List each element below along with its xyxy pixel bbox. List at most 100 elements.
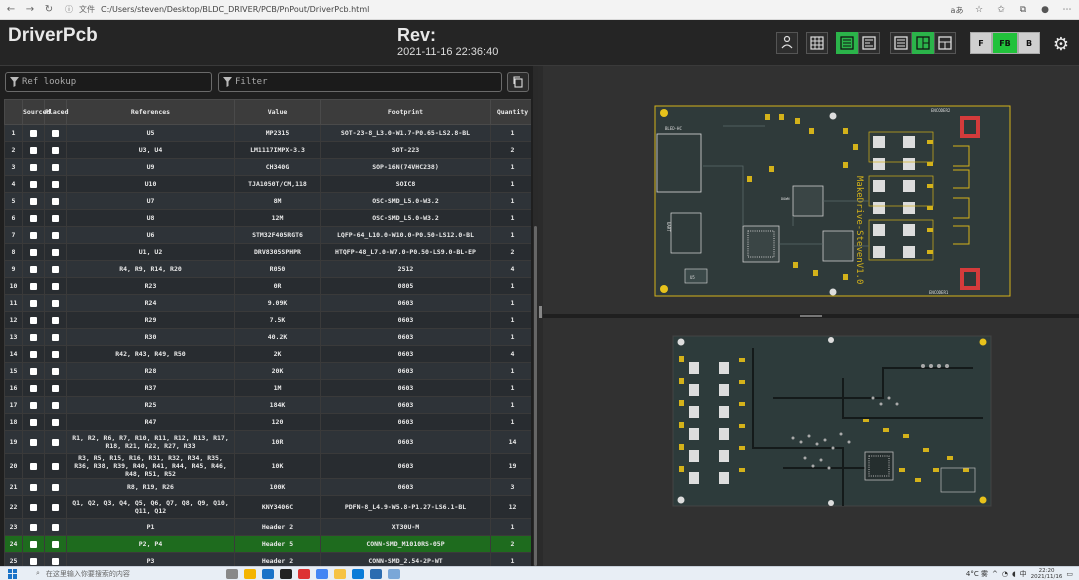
- qq-icon[interactable]: [280, 568, 292, 579]
- chrome-icon[interactable]: [316, 568, 328, 579]
- placed-checkbox[interactable]: [52, 350, 59, 358]
- sourced-checkbox[interactable]: [30, 180, 37, 188]
- placed-checkbox[interactable]: [52, 129, 59, 137]
- sourced-checkbox[interactable]: [30, 316, 37, 324]
- volume-icon[interactable]: ◖: [1011, 570, 1016, 578]
- placed-checkbox[interactable]: [52, 180, 59, 188]
- layer-front-button[interactable]: F: [970, 32, 992, 54]
- grid-toggle[interactable]: [806, 31, 828, 55]
- bom-left-button[interactable]: [890, 32, 912, 54]
- bom-only-button[interactable]: [836, 32, 858, 54]
- placed-checkbox[interactable]: [52, 401, 59, 409]
- profile-icon[interactable]: ●: [1041, 5, 1049, 15]
- app-icon[interactable]: [370, 568, 382, 579]
- col-sourced[interactable]: Sourced: [22, 99, 50, 125]
- vertical-splitter[interactable]: [538, 66, 543, 566]
- col-placed[interactable]: Placed: [44, 99, 68, 125]
- placed-checkbox[interactable]: [52, 438, 59, 446]
- sourced-checkbox[interactable]: [30, 197, 37, 205]
- layer-front-back-button[interactable]: FB: [992, 32, 1018, 54]
- col-quantity[interactable]: Quantity: [490, 99, 531, 125]
- taskbar-search[interactable]: ⌕ 在这里输入你要搜索的内容: [36, 568, 226, 580]
- placed-checkbox[interactable]: [52, 523, 59, 531]
- sourced-checkbox[interactable]: [30, 333, 37, 341]
- pcb-back-canvas[interactable]: [543, 318, 1079, 566]
- pcb-back-view[interactable]: [543, 318, 1079, 566]
- col-references[interactable]: References: [66, 99, 235, 125]
- favorite-icon[interactable]: ☆: [974, 5, 984, 15]
- placed-checkbox[interactable]: [52, 163, 59, 171]
- placed-checkbox[interactable]: [52, 265, 59, 273]
- placed-checkbox[interactable]: [52, 146, 59, 154]
- splitter-grip[interactable]: [539, 306, 542, 318]
- placed-checkbox[interactable]: [52, 540, 59, 548]
- sourced-checkbox[interactable]: [30, 401, 37, 409]
- ime-text[interactable]: 中: [1019, 570, 1027, 578]
- app-icon[interactable]: [334, 568, 346, 579]
- app-icon[interactable]: [298, 568, 310, 579]
- sourced-checkbox[interactable]: [30, 367, 37, 375]
- sourced-checkbox[interactable]: [30, 462, 37, 470]
- sourced-checkbox[interactable]: [30, 163, 37, 171]
- copy-button[interactable]: [507, 72, 529, 92]
- placed-checkbox[interactable]: [52, 557, 59, 565]
- splitter-grip[interactable]: [800, 315, 822, 317]
- app-icon[interactable]: [388, 568, 400, 579]
- favorites-list-icon[interactable]: ✩: [997, 5, 1005, 15]
- task-view-icon[interactable]: [226, 568, 238, 579]
- placed-checkbox[interactable]: [52, 384, 59, 392]
- placed-checkbox[interactable]: [52, 214, 59, 222]
- scrollbar-thumb[interactable]: [534, 226, 537, 566]
- ref-lookup-input[interactable]: Ref lookup: [5, 72, 212, 92]
- placed-checkbox[interactable]: [52, 248, 59, 256]
- back-button[interactable]: ←: [6, 4, 16, 15]
- collections-icon[interactable]: ⧉: [1019, 5, 1027, 15]
- sourced-checkbox[interactable]: [30, 523, 37, 531]
- placed-checkbox[interactable]: [52, 231, 59, 239]
- clock[interactable]: 22:20 2021/11/16: [1031, 568, 1063, 580]
- horizontal-splitter[interactable]: [543, 314, 1079, 318]
- address-bar[interactable]: ⓘ 文件 C:/Users/steven/Desktop/BLDC_DRIVER…: [65, 2, 825, 18]
- weather-text[interactable]: 4°C 雾: [965, 570, 988, 578]
- read-aloud-icon[interactable]: aあ: [950, 5, 964, 15]
- bom-top-button[interactable]: [934, 32, 956, 54]
- gear-icon[interactable]: ⚙: [1052, 33, 1070, 55]
- sourced-checkbox[interactable]: [30, 540, 37, 548]
- bom-scrollbar[interactable]: [533, 66, 538, 566]
- sourced-checkbox[interactable]: [30, 299, 37, 307]
- sourced-checkbox[interactable]: [30, 146, 37, 154]
- layer-back-button[interactable]: B: [1018, 32, 1040, 54]
- edge-icon[interactable]: [352, 568, 364, 579]
- sourced-checkbox[interactable]: [30, 214, 37, 222]
- file-explorer-icon[interactable]: [244, 568, 256, 579]
- placed-checkbox[interactable]: [52, 462, 59, 470]
- sourced-checkbox[interactable]: [30, 282, 37, 290]
- col-index[interactable]: [4, 99, 23, 125]
- pcb-front-view[interactable]: BLED-HC U5 DOWN MakeDrive-StevenV1.0: [543, 66, 1079, 314]
- placed-checkbox[interactable]: [52, 418, 59, 426]
- sourced-checkbox[interactable]: [30, 503, 37, 511]
- sourced-checkbox[interactable]: [30, 231, 37, 239]
- more-icon[interactable]: ⋯: [1062, 5, 1072, 15]
- sourced-checkbox[interactable]: [30, 483, 37, 491]
- sourced-checkbox[interactable]: [30, 557, 37, 565]
